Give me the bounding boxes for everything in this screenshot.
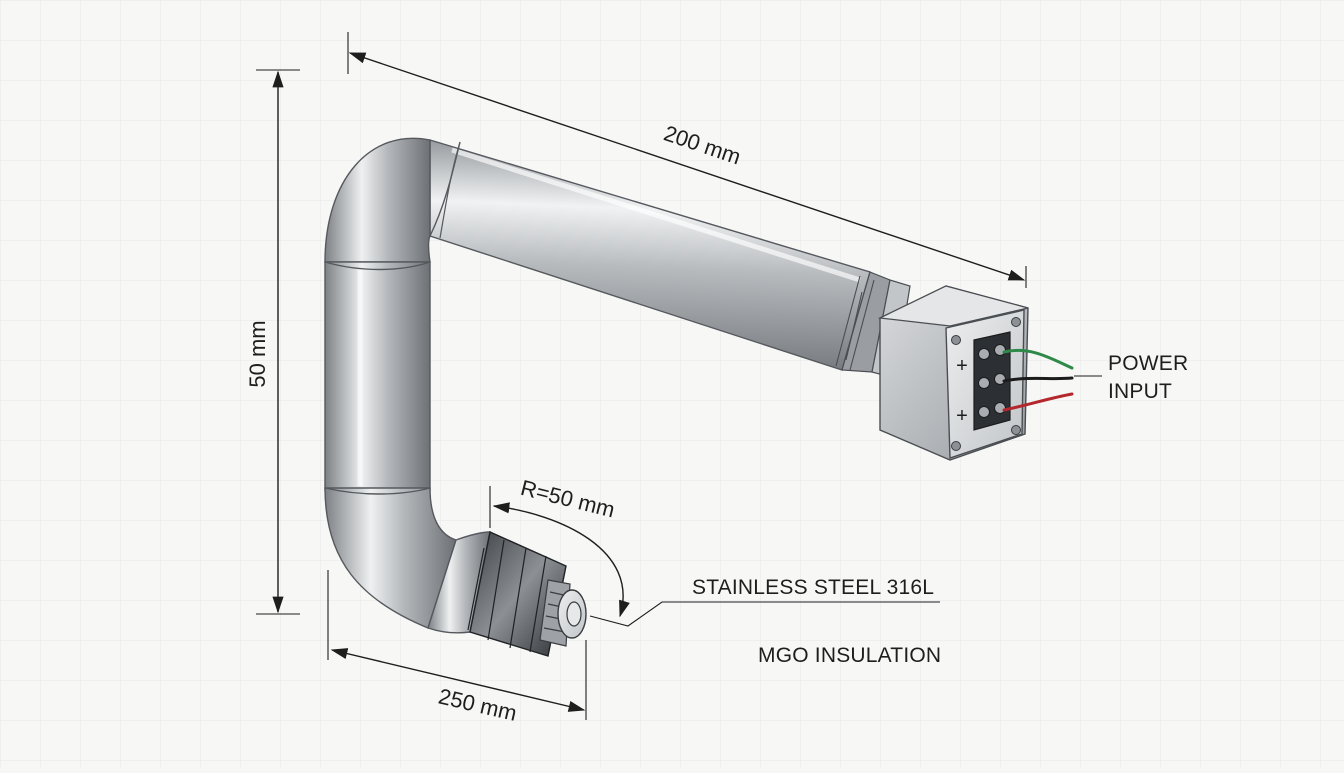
power-wires bbox=[1002, 348, 1074, 412]
material-leader bbox=[589, 601, 940, 627]
wire-green bbox=[1002, 348, 1074, 370]
dimension-50 bbox=[256, 69, 300, 615]
dimension-250 bbox=[327, 570, 587, 720]
power-input-label-line1: POWER bbox=[1108, 352, 1188, 375]
wire-black bbox=[1002, 376, 1074, 383]
terminal-plus-top: + bbox=[956, 355, 968, 377]
power-input-label-line2: INPUT bbox=[1108, 380, 1172, 403]
dimension-200 bbox=[347, 32, 1027, 288]
wire-red bbox=[1002, 392, 1074, 412]
dimension-height-left: 50 mm bbox=[245, 320, 270, 387]
terminal-plus-bottom: + bbox=[956, 405, 968, 427]
dimension-radius bbox=[489, 486, 630, 618]
insulation-label: MGO INSULATION bbox=[758, 644, 941, 667]
material-label: STAINLESS STEEL 316L bbox=[692, 576, 934, 599]
junction-box bbox=[835, 271, 1029, 461]
